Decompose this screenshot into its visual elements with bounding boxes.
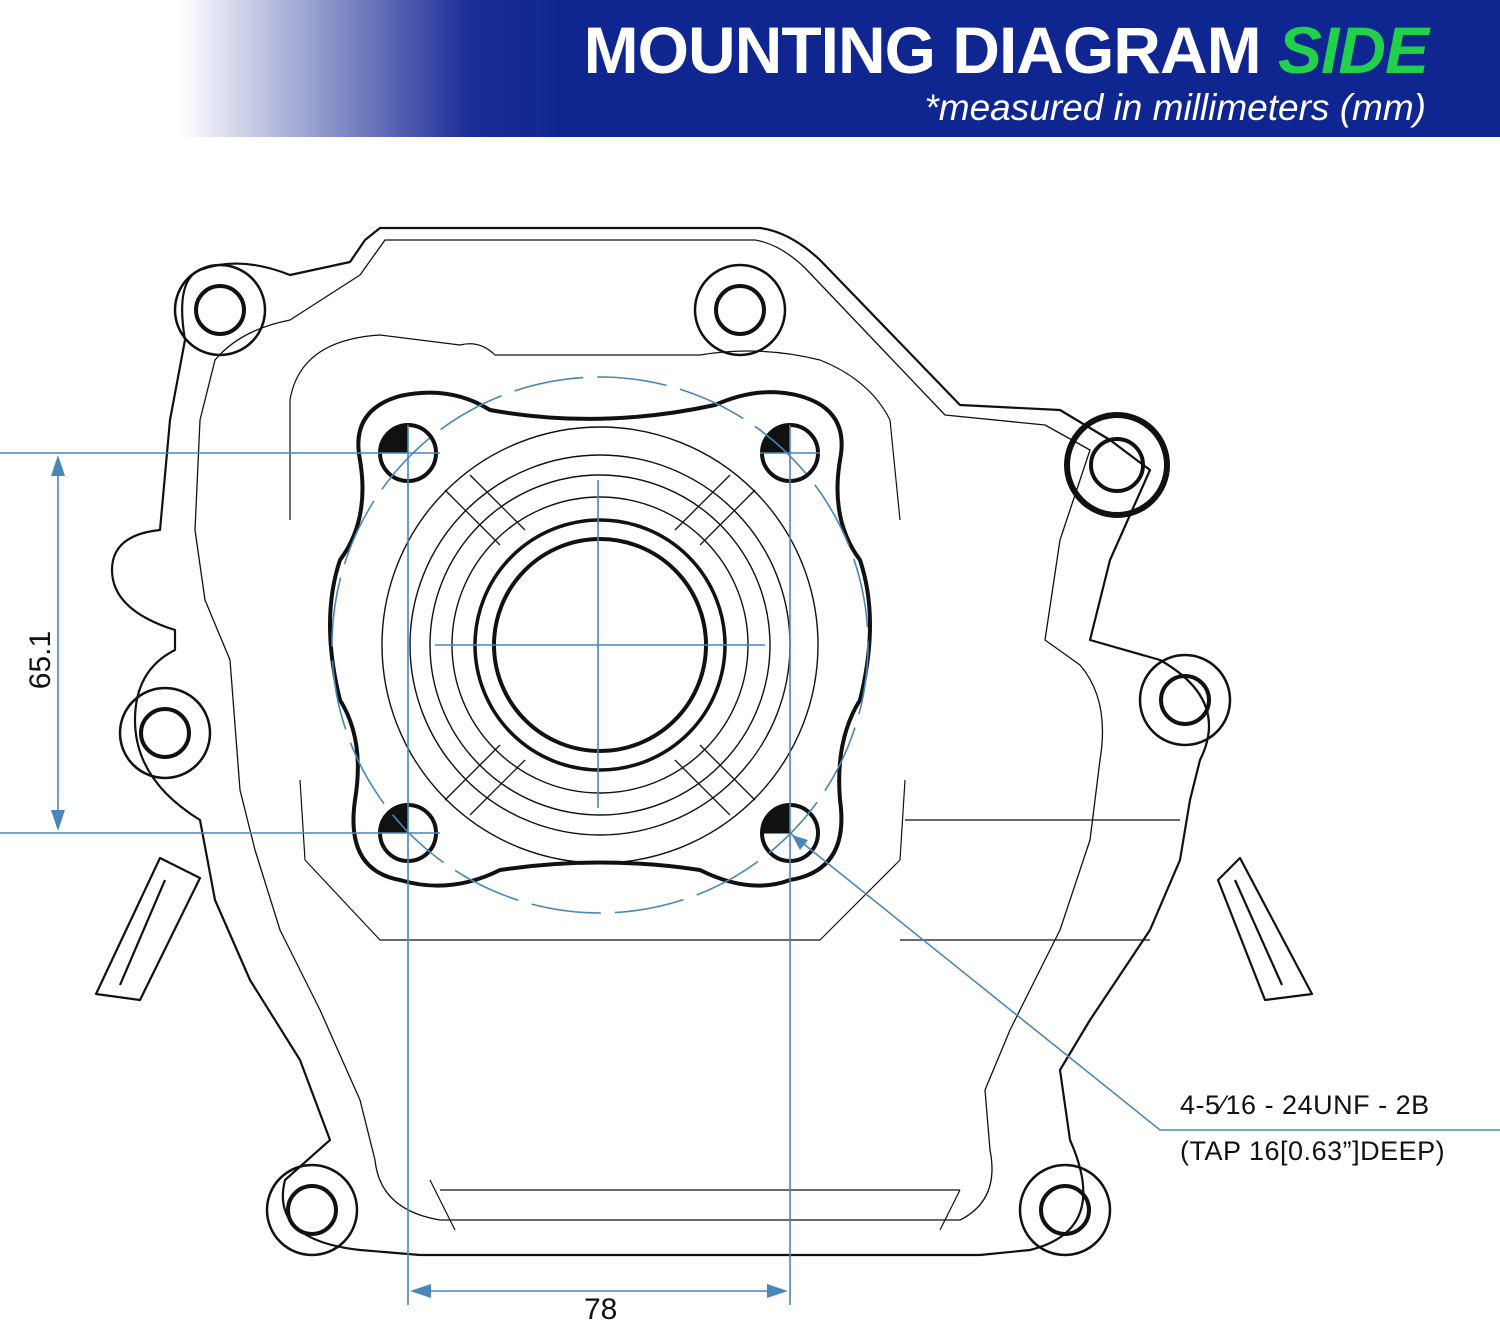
callout-leader bbox=[789, 832, 1500, 1131]
engine-outline bbox=[94, 226, 1314, 1257]
dimension-arrows bbox=[51, 455, 808, 1298]
header-banner: MOUNTING DIAGRAM SIDE *measured in milli… bbox=[0, 0, 1500, 137]
arrow-callout bbox=[792, 835, 808, 850]
right-foot bbox=[1216, 856, 1314, 1002]
dimension-lines bbox=[0, 376, 1500, 1305]
hole-right-mid bbox=[1159, 674, 1211, 726]
page-subtitle: *measured in millimeters (mm) bbox=[924, 87, 1426, 128]
boss-left-mid bbox=[118, 686, 212, 780]
boss-right-mid bbox=[1138, 653, 1232, 747]
hole-bottom-right bbox=[1039, 1184, 1091, 1236]
boss-bottom-right bbox=[1018, 1163, 1112, 1257]
boss-top-left bbox=[173, 263, 267, 357]
callout-tap-depth: (TAP 16[0.63”]DEEP) bbox=[1180, 1136, 1446, 1166]
boss-bottom-left bbox=[265, 1163, 359, 1257]
bolt-circle bbox=[331, 376, 869, 914]
title-main: MOUNTING DIAGRAM bbox=[583, 13, 1262, 87]
mounting-diagram: 65.1 bbox=[0, 226, 1500, 1305]
arrow-right bbox=[767, 1284, 788, 1298]
arrow-down bbox=[51, 810, 65, 831]
hole-top-right bbox=[714, 284, 766, 336]
boss-outer bbox=[381, 426, 819, 864]
hole-left-mid bbox=[139, 707, 191, 759]
left-foot bbox=[94, 856, 202, 1002]
page-title: MOUNTING DIAGRAM SIDE bbox=[583, 10, 1429, 90]
title-accent: SIDE bbox=[1277, 13, 1429, 87]
boss-ribs bbox=[444, 474, 756, 816]
casting-inner bbox=[194, 239, 1104, 1221]
arrow-left bbox=[410, 1284, 431, 1298]
hole-top-left bbox=[194, 284, 246, 336]
boss-top-right bbox=[693, 263, 787, 357]
hole-bottom-left bbox=[286, 1184, 338, 1236]
callout-thread-spec: 4-5⁄16 - 24UNF - 2B bbox=[1180, 1090, 1430, 1120]
hole-right-upper bbox=[1089, 437, 1145, 493]
arrow-up bbox=[51, 455, 65, 476]
boss-ring-2 bbox=[429, 474, 771, 816]
perimeter-holes bbox=[118, 263, 1232, 1257]
dimension-horizontal-label: 78 bbox=[584, 1293, 618, 1326]
casting-outline bbox=[110, 226, 1210, 1257]
casting-detail-lines bbox=[289, 334, 1180, 1231]
boss-right-upper bbox=[1064, 412, 1170, 518]
dimension-vertical-label: 65.1 bbox=[24, 631, 57, 689]
